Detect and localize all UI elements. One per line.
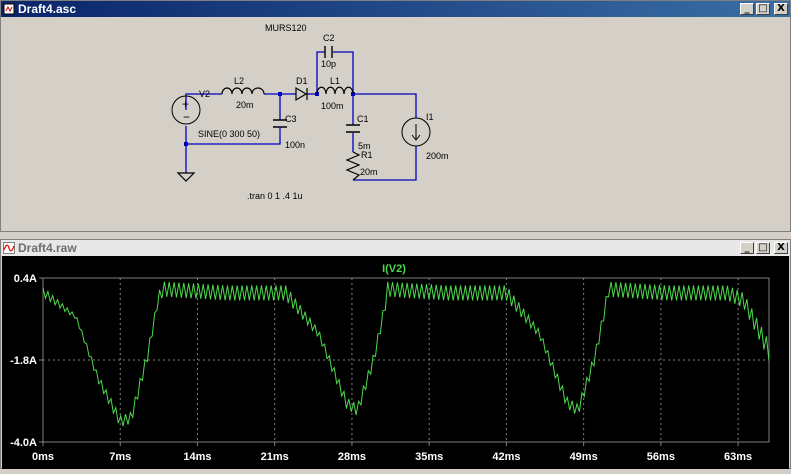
x-tick-label: 14ms <box>183 451 211 463</box>
r1-value-label: 20m <box>360 167 378 177</box>
y-tick-label: -4.0A <box>10 437 37 449</box>
y-tick-label: 0.4A <box>14 273 37 285</box>
schematic-drawing: + − <box>171 23 449 201</box>
x-tick-label: 56ms <box>647 451 675 463</box>
inductor-l1[interactable] <box>316 86 354 95</box>
waveform-plot[interactable]: I(V2) 0.4A -1.8A -4.0A 0ms 7ms 14ms 21ms 28ms 3… <box>2 256 789 469</box>
maximize-button[interactable]: □ <box>756 3 770 15</box>
wire <box>333 51 354 94</box>
l1-value-label: 100m <box>321 101 344 111</box>
x-tick-label: 63ms <box>724 451 752 463</box>
d1-name-label: D1 <box>296 76 308 86</box>
y-tick-label: -1.8A <box>10 355 37 367</box>
wire <box>353 93 417 118</box>
schematic-canvas[interactable]: + − <box>4 18 789 230</box>
v2-name-label: V2 <box>199 89 210 99</box>
x-tick-label: 28ms <box>338 451 366 463</box>
ground-symbol <box>176 172 196 182</box>
plot-frame <box>42 277 770 443</box>
schematic-window-controls: _ □ X <box>740 3 788 15</box>
plot-grid <box>42 277 770 443</box>
schematic-window: Draft4.asc _ □ X <box>0 0 791 232</box>
r1-name-label: R1 <box>361 150 373 160</box>
c2-value-label: 10p <box>321 59 336 69</box>
minimize-button[interactable]: _ <box>740 3 754 15</box>
voltage-source-v2[interactable]: + − <box>171 95 201 125</box>
x-tick-label: 21ms <box>261 451 289 463</box>
diode-d1[interactable] <box>295 86 308 102</box>
svg-text:−: − <box>183 110 190 124</box>
trace-i-v2[interactable] <box>42 281 770 427</box>
x-axis-ticks: 0ms 7ms 14ms 21ms 28ms 35ms 42ms 49ms 56ms 63ms <box>32 442 752 463</box>
junction <box>278 92 282 96</box>
close-button[interactable]: X <box>774 3 788 15</box>
wire <box>186 133 281 145</box>
waveform-app-icon <box>3 242 15 254</box>
capacitor-c1[interactable] <box>346 124 360 133</box>
wire <box>316 51 325 94</box>
spice-directive: .tran 0 1 .4 1u <box>247 191 303 201</box>
c1-value-label: 5m <box>358 141 371 151</box>
schematic-title: Draft4.asc <box>18 2 77 16</box>
l1-name-label: L1 <box>330 76 340 86</box>
junction <box>184 142 188 146</box>
trace-legend-label[interactable]: I(V2) <box>382 263 406 275</box>
v2-value-label: SINE(0 300 50) <box>198 129 260 139</box>
schematic-titlebar[interactable]: Draft4.asc _ □ X <box>1 1 790 17</box>
schematic-app-icon <box>3 3 15 15</box>
x-tick-label: 7ms <box>109 451 131 463</box>
inductor-l2[interactable] <box>221 87 265 95</box>
l2-value-label: 20m <box>236 100 254 110</box>
capacitor-c2[interactable] <box>324 46 333 58</box>
maximize-button[interactable]: □ <box>756 242 770 254</box>
i1-name-label: I1 <box>426 112 434 122</box>
c1-name-label: C1 <box>357 114 369 124</box>
waveform-titlebar[interactable]: Draft4.raw _ □ X <box>1 240 790 256</box>
diode-model-label: MURS120 <box>265 23 307 33</box>
minimize-button[interactable]: _ <box>740 242 754 254</box>
wire <box>353 146 417 181</box>
resistor-r1[interactable] <box>345 151 361 181</box>
capacitor-c3[interactable] <box>273 119 287 133</box>
svg-text:+: + <box>182 97 189 111</box>
current-source-i1[interactable] <box>401 117 431 147</box>
waveform-title: Draft4.raw <box>18 241 77 255</box>
x-tick-label: 42ms <box>492 451 520 463</box>
i1-value-label: 200m <box>426 151 449 161</box>
l2-name-label: L2 <box>234 76 244 86</box>
c3-name-label: C3 <box>285 114 297 124</box>
x-tick-label: 0ms <box>32 451 54 463</box>
waveform-window-controls: _ □ X <box>740 242 788 254</box>
y-axis-ticks: 0.4A -1.8A -4.0A <box>10 273 43 449</box>
wires <box>185 51 417 181</box>
c2-name-label: C2 <box>323 33 335 43</box>
x-tick-label: 35ms <box>415 451 443 463</box>
close-button[interactable]: X <box>774 242 788 254</box>
wire <box>185 93 222 110</box>
c3-value-label: 100n <box>285 140 305 150</box>
plot-svg: I(V2) 0.4A -1.8A -4.0A 0ms 7ms 14ms 21ms 28ms 3… <box>10 263 770 463</box>
x-tick-label: 49ms <box>570 451 598 463</box>
